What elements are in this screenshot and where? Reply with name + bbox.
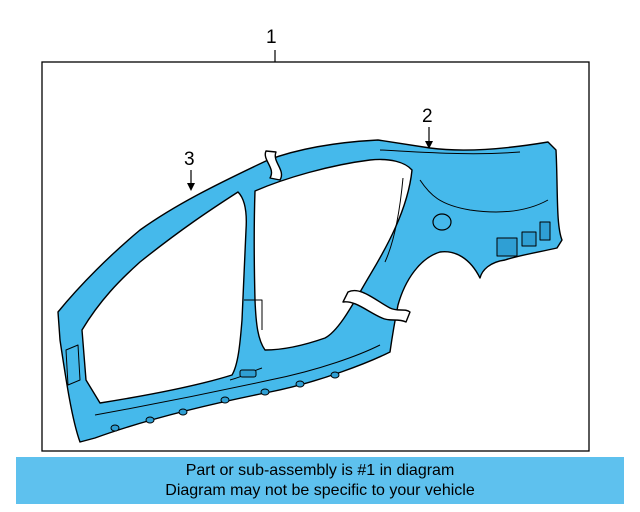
callout-3-arrow: [187, 170, 195, 191]
callout-label-2: 2: [422, 106, 433, 127]
diagram-notice-banner: Part or sub-assembly is #1 in diagram Di…: [16, 457, 624, 504]
pillar-break-mark: [342, 289, 411, 323]
callout-label-3: 3: [184, 149, 195, 170]
notice-line-1: Part or sub-assembly is #1 in diagram: [185, 461, 455, 479]
callout-2-arrow: [425, 127, 433, 149]
callout-label-1: 1: [266, 27, 277, 48]
fuel-door: [432, 213, 452, 231]
panel-outline: [57, 139, 563, 443]
notice-line-2: Diagram may not be specific to your vehi…: [165, 481, 475, 499]
diagram-frame: [41, 61, 590, 452]
body-side-panel: [57, 139, 563, 443]
roof-break-mark: [264, 150, 283, 181]
